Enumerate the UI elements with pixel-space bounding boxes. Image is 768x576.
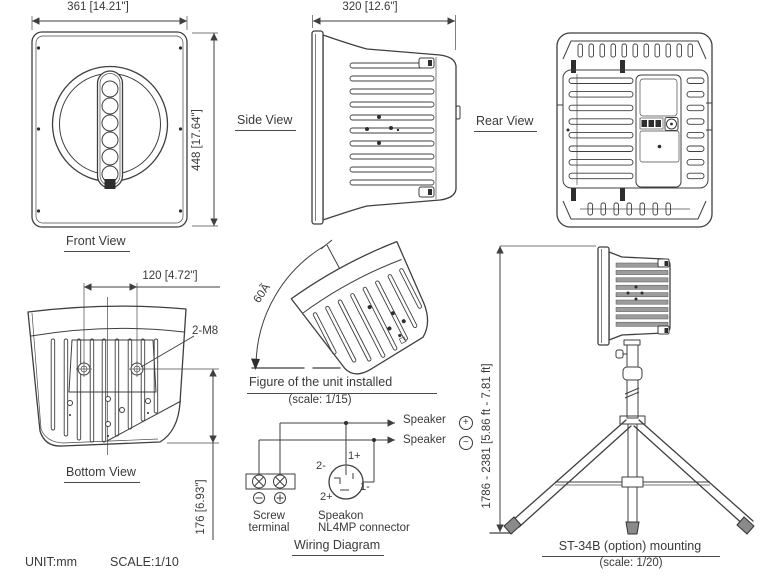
speaker-fins	[615, 262, 669, 327]
front-width-dim: 361 [14.21"]	[67, 1, 129, 13]
bottom-fins	[50, 338, 159, 443]
mounting-caption: ST-34B (option) mounting	[542, 539, 720, 557]
mounting-figure-drawing	[489, 245, 755, 535]
bottom-vent	[562, 188, 707, 220]
speakon-label-2: NL4MP connector	[318, 522, 410, 534]
front-width-dimension	[31, 16, 188, 30]
angle-arc	[255, 244, 327, 367]
terminal-strip	[639, 117, 664, 130]
installed-figure-caption: Figure of the unit installed	[247, 375, 437, 394]
front-view-drawing	[31, 16, 218, 228]
thread-label: 2-M8	[192, 325, 219, 337]
speaker-minus-row: Speaker−	[403, 434, 473, 450]
speaker-plus-row: Speaker+	[403, 414, 473, 430]
stand-pole	[615, 339, 643, 419]
rear-fins	[568, 74, 634, 185]
screw-terminal-icon	[245, 473, 296, 504]
pin-1-minus: 1-	[360, 481, 370, 493]
rear-view-drawing	[556, 32, 713, 228]
mounted-speaker	[597, 246, 671, 346]
height-dimension	[489, 245, 596, 534]
hole-pitch-dimension	[83, 283, 220, 455]
tilted-unit	[290, 240, 429, 375]
front-height-dim: 448 [17.64"]	[191, 109, 203, 171]
speakon-socket-icon	[664, 117, 679, 131]
pin-1-plus: 1+	[348, 450, 361, 462]
unit-note: UNIT:mm	[25, 555, 78, 569]
arc-arrowhead	[251, 358, 260, 370]
corner-brackets	[418, 57, 461, 198]
top-vent	[562, 40, 707, 73]
side-view-drawing	[311, 15, 461, 225]
front-view-label: Front View	[64, 234, 130, 252]
screw-terminal-label-1: Screw	[253, 510, 285, 522]
side-depth-dim: 320 [12.6"]	[342, 1, 398, 13]
pin-2-minus: 2-	[316, 460, 326, 472]
installed-figure-drawing	[251, 239, 429, 375]
bottom-view-label: Bottom View	[64, 465, 140, 483]
thread-leader-line	[140, 335, 195, 368]
installed-figure-scale: (scale: 1/15)	[288, 394, 352, 406]
speakon-label-1: Speakon	[318, 510, 364, 522]
wires	[258, 419, 395, 483]
minus-circle-icon: −	[458, 436, 473, 450]
plus-symbol	[274, 492, 286, 504]
speakon-connector-icon	[328, 464, 364, 500]
bottom-small-holes	[67, 396, 151, 437]
side-view-label: Side View	[235, 113, 297, 131]
rear-side-slots	[686, 77, 705, 180]
scale-note: SCALE:1/10	[110, 555, 179, 569]
tripod-legs	[503, 415, 755, 535]
hole-pitch-dim: 120 [4.72"]	[142, 270, 198, 282]
bottom-view-drawing	[27, 283, 220, 540]
plus-circle-icon: +	[458, 416, 473, 430]
wiring-diagram-drawing	[245, 419, 395, 504]
offset-dim: 176 [6.93"]	[195, 479, 207, 535]
rear-view-label: Rear View	[474, 114, 538, 132]
side-depth-dimension	[312, 15, 456, 50]
front-baffle	[311, 30, 324, 225]
mounting-screw-dots	[365, 115, 400, 145]
offset-dimension	[143, 368, 219, 540]
m8-mounting-holes	[76, 361, 145, 377]
stand-height-dim: 1786 - 2381 [5.86 ft - 7.81 ft]	[481, 363, 493, 509]
mounting-plate	[68, 339, 157, 393]
bottom-outline	[27, 305, 187, 447]
screw-terminal-label-2: terminal	[248, 522, 290, 534]
minus-symbol	[253, 492, 265, 504]
driver-strip	[96, 70, 124, 189]
logo-badge	[104, 179, 116, 189]
mounting-scale: (scale: 1/20)	[599, 557, 663, 569]
wiring-diagram-label: Wiring Diagram	[292, 538, 385, 556]
pin-2-plus: 2+	[320, 491, 333, 503]
connector-panel	[635, 74, 682, 188]
front-screw-dots	[36, 46, 183, 213]
front-height-dimension	[192, 32, 218, 227]
